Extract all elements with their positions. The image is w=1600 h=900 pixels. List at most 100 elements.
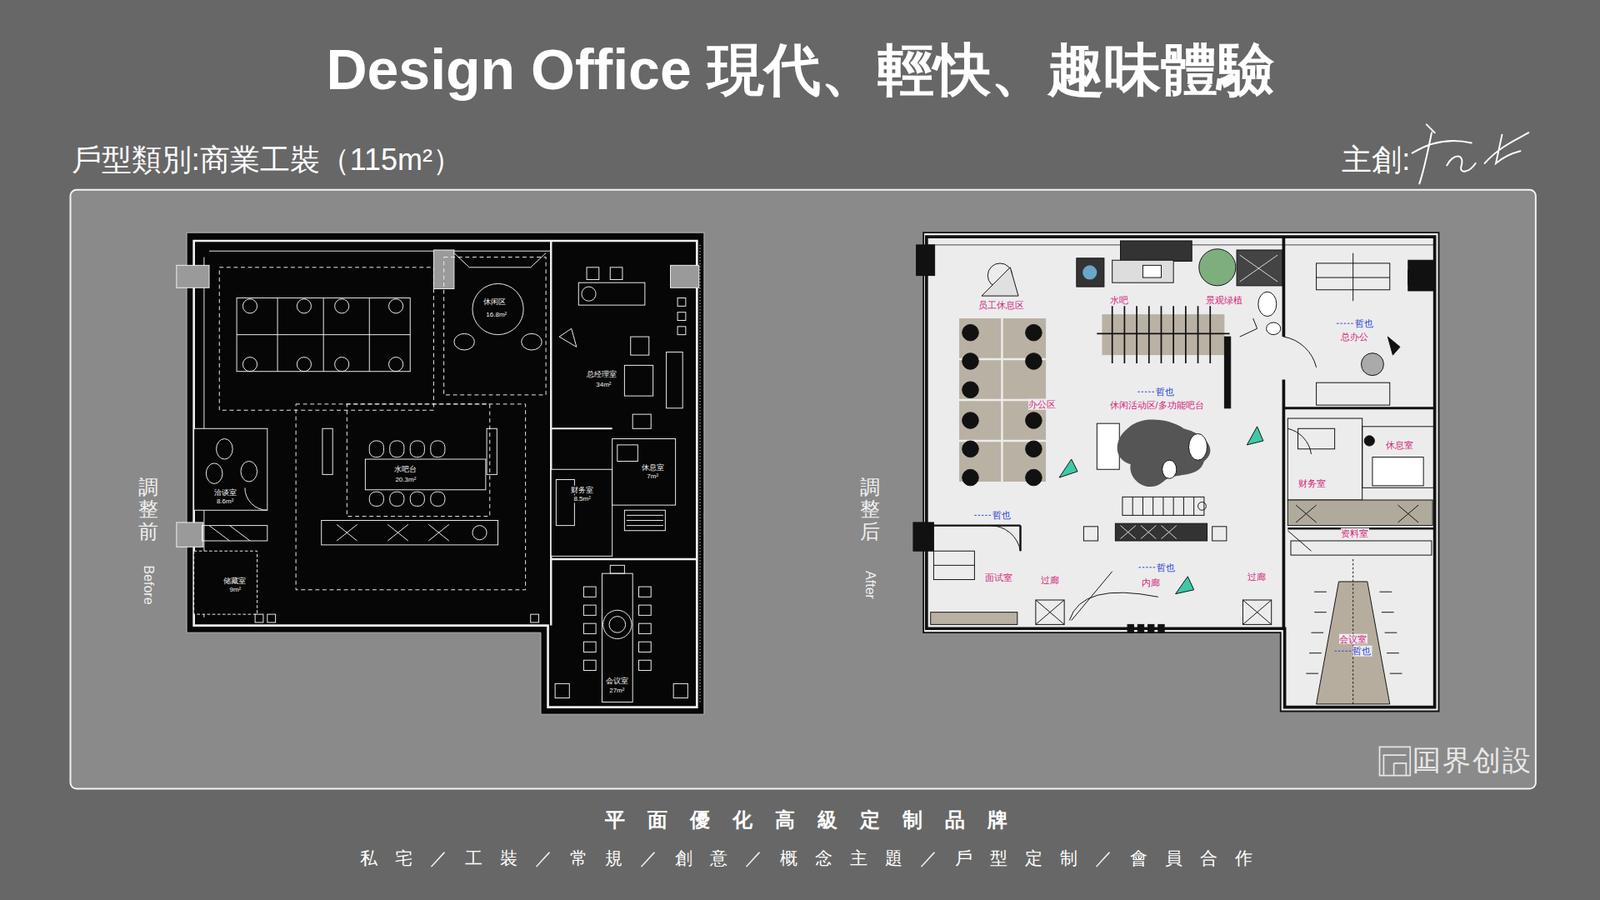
before-plan <box>624 510 665 530</box>
before-plan <box>583 660 596 670</box>
before-plan <box>700 245 701 705</box>
before-plan <box>617 445 638 462</box>
before-plan <box>176 522 204 547</box>
before-plan <box>673 683 688 698</box>
before-plan <box>583 641 596 652</box>
before-plan <box>205 463 223 484</box>
after-plan <box>1246 426 1264 445</box>
before-plan <box>336 524 450 541</box>
designer-tag: 哲也 <box>992 510 1012 521</box>
designer-tag: 哲也 <box>1352 645 1372 657</box>
before-plan <box>670 265 699 288</box>
before-plan <box>209 250 551 252</box>
zone-label: 过廊 <box>1040 574 1060 585</box>
after-plan <box>913 522 934 551</box>
before-plan <box>194 550 258 615</box>
after-plan <box>1352 253 1354 302</box>
before-plan <box>176 265 210 288</box>
room-area: 9m² <box>229 585 242 594</box>
leader-line <box>974 515 991 516</box>
before-plan <box>454 253 546 268</box>
after-plan <box>923 232 1439 711</box>
logo-mark <box>1383 755 1406 775</box>
before-plan <box>390 491 405 506</box>
after-plan <box>962 353 980 370</box>
before-plan <box>365 459 485 490</box>
before-plan <box>389 299 404 314</box>
before-plan <box>472 283 524 335</box>
logo-mark <box>1380 746 1411 775</box>
after-plan <box>1120 240 1192 261</box>
after-plan <box>1137 624 1144 633</box>
before-plan <box>209 525 250 541</box>
room-label: 水吧台 <box>394 465 418 474</box>
designer-tag: 哲也 <box>1355 318 1375 330</box>
after-plan <box>1076 258 1105 287</box>
before-plan <box>530 614 540 623</box>
before-plan <box>632 414 651 429</box>
before-plan <box>346 404 490 517</box>
after-plan <box>1295 505 1419 523</box>
before-plan <box>639 660 652 670</box>
after-plan <box>1287 428 1311 455</box>
after-plan <box>1083 526 1098 541</box>
before-plan <box>626 515 664 525</box>
leader-line <box>1137 391 1155 393</box>
after-plan <box>926 236 1435 707</box>
before-plan <box>389 357 404 372</box>
designer-tag: 哲也 <box>1156 561 1176 573</box>
after-plan <box>1298 428 1335 449</box>
zone-label: 财务室 <box>1298 478 1327 490</box>
leader-line <box>1336 323 1354 325</box>
after-plan <box>1287 418 1362 500</box>
room-area: 8.5m² <box>573 495 591 503</box>
after-plan <box>1290 540 1432 555</box>
before-plan <box>583 605 596 615</box>
after-plan <box>1127 624 1134 633</box>
before-plan <box>639 623 652 634</box>
before-plan <box>240 460 258 481</box>
zone-label: 水吧 <box>1110 295 1130 306</box>
before-plan <box>410 491 425 506</box>
before-plan <box>242 357 257 372</box>
zone-label: 总办公 <box>1340 331 1370 343</box>
service-list: 私宅／工裝／常規／創意／概念主題／戶型定制／會員合作 <box>342 848 1270 869</box>
room-area: 8.6m² <box>216 498 235 506</box>
before-plan <box>550 469 612 556</box>
after-plan <box>1035 600 1065 625</box>
before-plan <box>559 328 577 347</box>
after-plan <box>962 412 980 430</box>
after-plan <box>1242 600 1271 625</box>
room-area: 27m² <box>609 686 625 695</box>
after-plan <box>1199 249 1236 286</box>
after-plan <box>933 550 975 580</box>
after-heading: 調整后 <box>860 476 880 543</box>
after-plan <box>1071 571 1113 621</box>
after-plan <box>981 267 1019 296</box>
before-plan <box>430 491 445 506</box>
room-label: 总经理室 <box>586 370 618 379</box>
before-plan <box>236 334 410 335</box>
after-plan <box>962 324 980 341</box>
after-plan <box>990 525 1021 552</box>
before-plan <box>677 312 686 321</box>
after-plan <box>1025 440 1043 458</box>
before-plan <box>454 333 475 350</box>
after-plan <box>1142 265 1161 278</box>
after-plan <box>1242 600 1271 625</box>
after-plan <box>1025 412 1043 430</box>
after-plan <box>1122 496 1205 515</box>
signature <box>1412 124 1530 184</box>
room-area: 7m² <box>646 472 660 480</box>
illustration <box>70 124 1535 789</box>
after-plan <box>1387 336 1400 355</box>
after-plan <box>1096 423 1120 470</box>
after-plan <box>962 381 980 399</box>
designer-tag: 哲也 <box>1155 386 1175 398</box>
room-label: 休息室 <box>641 463 665 472</box>
room-label: 洽谈室 <box>214 488 238 497</box>
after-plan <box>1112 260 1174 283</box>
before-plan <box>369 440 384 458</box>
after-plan <box>930 612 1018 625</box>
